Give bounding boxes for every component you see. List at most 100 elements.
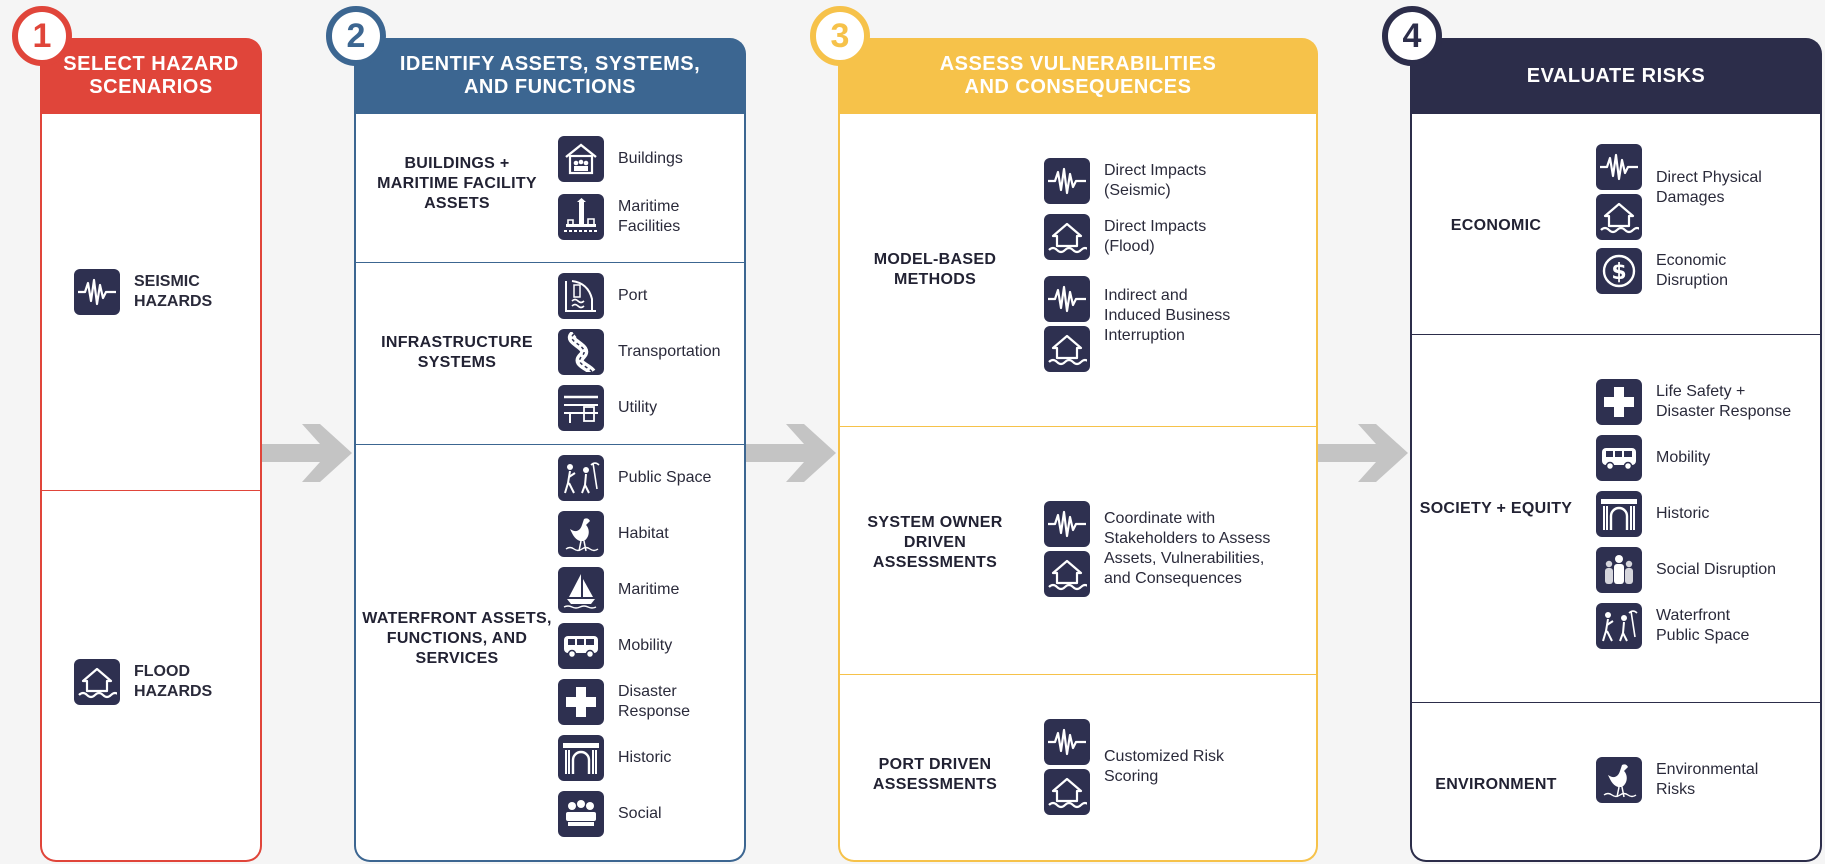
section-label: PORT DRIVEN ASSESSMENTS [872,756,998,793]
list-item: Coordinate with Stakeholders to Assess A… [1044,501,1270,597]
flood-hazards-section: FLOOD HAZARDS [42,490,260,860]
buildings-icon [558,136,604,182]
list-item: Social Disruption [1596,547,1791,593]
step-2-header: IDENTIFY ASSETS, SYSTEMS, AND FUNCTIONS [354,38,746,114]
item-label: Habitat [618,525,669,542]
list-item: Mobility [558,623,711,669]
list-item: Historic [558,735,711,781]
step-3-header: ASSESS VULNERABILITIES AND CONSEQUENCES [838,38,1318,114]
step-2-badge: 2 [326,6,386,66]
flood-icon [74,659,120,705]
social-icon [558,791,604,837]
list-item: Direct Impacts (Seismic) [1044,158,1230,204]
society-equity-section: SOCIETY + EQUITY Life Safety + Disaster … [1412,334,1820,702]
section-label: ENVIRONMENT [1435,776,1557,793]
step-4-header: EVALUATE RISKS [1410,38,1822,114]
habitat-icon [558,511,604,557]
step-1-header: SELECT HAZARD SCENARIOS [40,38,262,114]
historic-icon [558,735,604,781]
section-items: Life Safety + Disaster Response Mobility… [1596,379,1791,649]
maritime-facilities-icon [558,194,604,240]
item-label: Port [618,287,648,304]
item-label: Economic Disruption [1656,252,1729,289]
mobility-icon [558,623,604,669]
section-label: BUILDINGS + MARITIME FACILITY ASSETS [377,155,537,212]
public-space-icon [1596,603,1642,649]
step-1-badge: 1 [12,6,72,66]
list-item: Transportation [558,329,721,375]
step-2-column: IDENTIFY ASSETS, SYSTEMS, AND FUNCTIONS … [354,38,746,862]
flood-icon [1044,214,1090,260]
seismic-hazards-label: SEISMIC HAZARDS [134,273,213,310]
section-label: ECONOMIC [1450,217,1542,234]
list-item: Environmental Risks [1596,757,1758,803]
port-driven-section: PORT DRIVEN ASSESSMENTS Customized Risk … [840,674,1316,860]
list-item: Indirect and Induced Business Interrupti… [1044,276,1230,372]
list-item: Historic [1596,491,1791,537]
list-item: Customized Risk Scoring [1044,719,1224,815]
public-space-icon [558,455,604,501]
flow-arrow-1-to-2 [262,424,352,482]
dollar-icon: $ [1596,248,1642,294]
utility-icon [558,385,604,431]
habitat-icon [1596,757,1642,803]
disaster-response-icon [558,679,604,725]
seismic-icon [1044,719,1090,765]
mobility-icon [1596,435,1642,481]
step-4-badge: 4 [1382,6,1442,66]
list-item: Port [558,273,721,319]
transportation-icon [558,329,604,375]
list-item: Buildings [558,136,683,182]
item-label: Buildings [618,150,683,167]
medical-cross-icon [1596,379,1642,425]
icon-group [1596,144,1642,240]
flood-icon [1044,551,1090,597]
list-item: Maritime [558,567,711,613]
step-3-badge: 3 [810,6,870,66]
section-label: SOCIETY + EQUITY [1419,500,1573,517]
flow-arrow-3-to-4 [1318,424,1408,482]
section-items: Public Space Habitat Maritime [558,455,711,837]
section-items: Buildings Maritime Facilities [558,136,683,240]
item-label: Environmental Risks [1656,761,1759,798]
model-based-methods-section: MODEL-BASED METHODS Direct Impacts (Seis… [840,114,1316,426]
item-label: Disaster Response [618,683,691,720]
item-label: Life Safety + Disaster Response [1656,383,1792,420]
system-owner-section: SYSTEM OWNER DRIVEN ASSESSMENTS Coordina… [840,426,1316,674]
section-label: MODEL-BASED METHODS [873,251,997,288]
seismic-icon [1044,501,1090,547]
seismic-icon [1044,276,1090,322]
icon-group [1044,719,1090,815]
step-1-column: SELECT HAZARD SCENARIOS SEISMIC HAZARDS … [40,38,262,862]
list-item: Direct Impacts (Flood) [1044,214,1230,260]
flood-icon [1044,769,1090,815]
maritime-icon [558,567,604,613]
seismic-icon [74,269,120,315]
item-label: Mobility [1656,449,1711,466]
environment-section: ENVIRONMENT Environmental Risks [1412,702,1820,860]
svg-text:$: $ [1611,260,1626,285]
list-item: Maritime Facilities [558,194,683,240]
item-label: Customized Risk Scoring [1104,748,1225,785]
step-3-body: MODEL-BASED METHODS Direct Impacts (Seis… [838,114,1318,862]
list-item: Waterfront Public Space [1596,603,1791,649]
seismic-hazards-item: SEISMIC HAZARDS [74,269,212,315]
item-label: Maritime Facilities [618,198,681,235]
flood-hazards-label: FLOOD HAZARDS [134,663,213,700]
item-label: Mobility [618,637,673,654]
list-item: $ Economic Disruption [1596,248,1762,294]
seismic-icon [1596,144,1642,190]
item-label: Direct Physical Damages [1656,169,1762,206]
list-item: Utility [558,385,721,431]
section-items: Port Transportation Utility [558,273,721,431]
item-label: Public Space [618,469,712,486]
list-item: Habitat [558,511,711,557]
historic-icon [1596,491,1642,537]
section-items: Direct Physical Damages $ Economic Disru… [1596,144,1762,294]
section-label: WATERFRONT ASSETS, FUNCTIONS, AND SERVIC… [362,610,552,667]
item-label: Coordinate with Stakeholders to Assess A… [1104,510,1271,587]
step-4-body: ECONOMIC Direct Physical Damages [1410,114,1822,862]
infrastructure-systems-section: INFRASTRUCTURE SYSTEMS Port Transportati… [356,262,744,444]
economic-section: ECONOMIC Direct Physical Damages [1412,114,1820,334]
flood-hazards-item: FLOOD HAZARDS [74,659,212,705]
